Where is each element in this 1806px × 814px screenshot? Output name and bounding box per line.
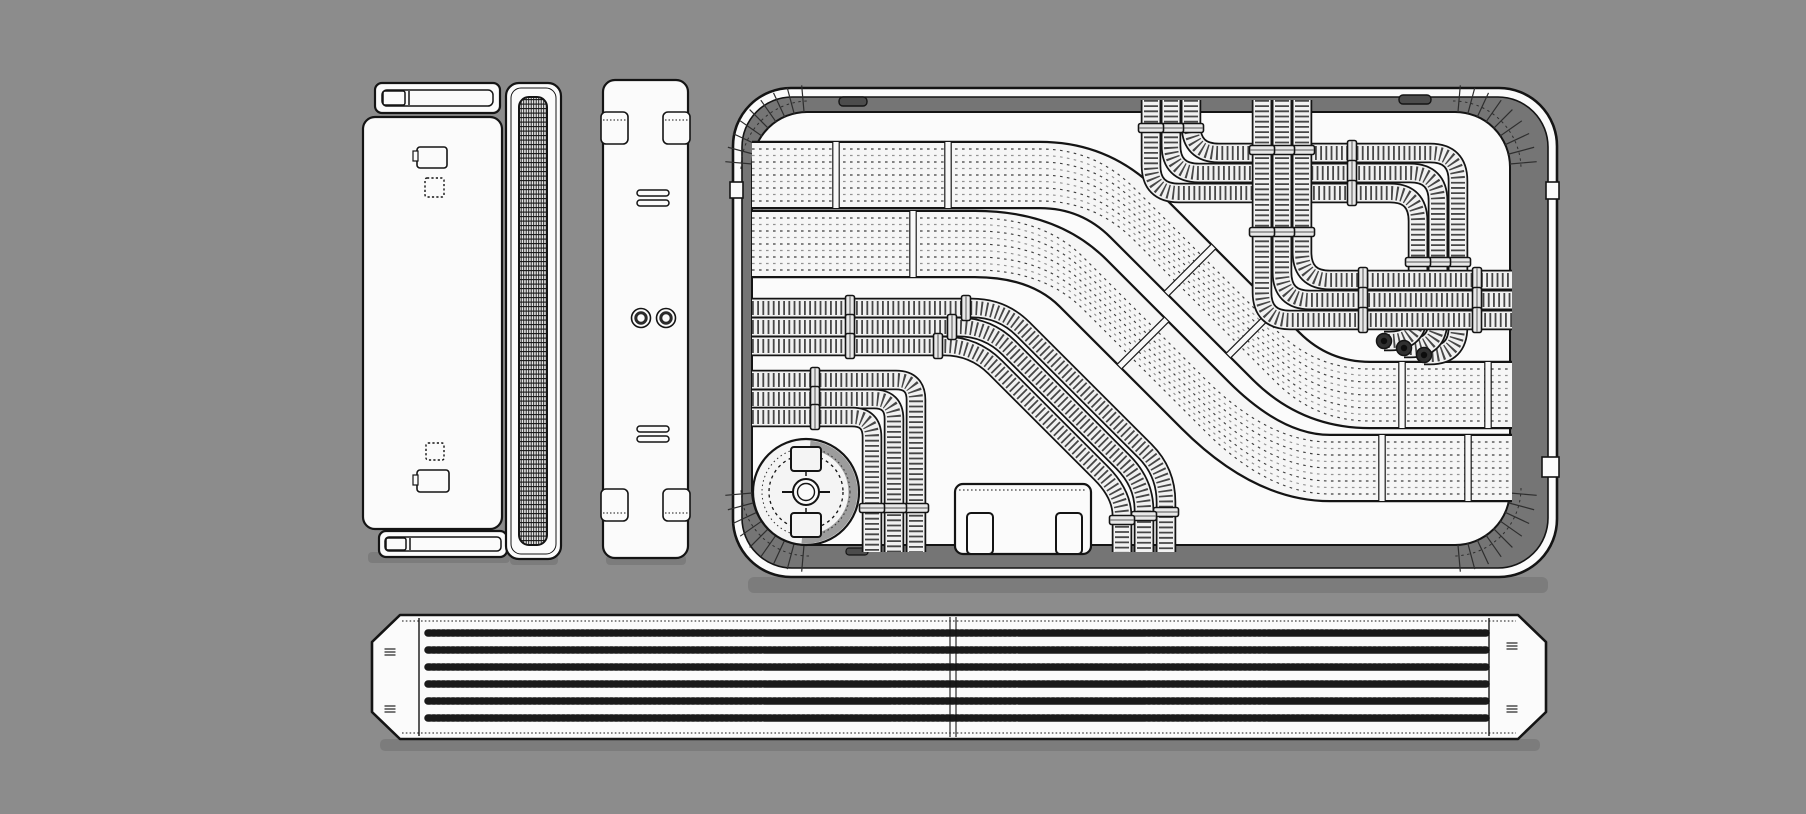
hose-clamp: [1471, 286, 1483, 314]
bracket-plate-tab: [600, 111, 629, 145]
hose: [752, 388, 905, 552]
grille-end-mark: [1506, 642, 1518, 650]
bracket-plate-slot: [636, 425, 670, 433]
pump-dial-key: [790, 446, 822, 472]
hose: [752, 406, 883, 552]
hose-clamp: [1248, 226, 1276, 238]
hose-clamp: [1137, 122, 1165, 134]
pump-dial-shade: [801, 440, 858, 544]
duct-collar: [944, 142, 952, 208]
vent-strip-frame-inner: [510, 87, 557, 555]
hose-clamp: [1357, 306, 1369, 334]
hose-clamp: [809, 403, 821, 431]
corner-hatch: [725, 85, 805, 165]
duct-collar: [1378, 435, 1386, 501]
junction-box-foot: [1055, 512, 1083, 555]
side-panel-hole-dotted: [425, 442, 445, 461]
duct-collar: [1116, 316, 1170, 370]
bracket-plate-screw: [655, 307, 677, 329]
hose: [752, 316, 1155, 552]
hose-clamp: [1130, 510, 1158, 522]
side-panel-hole-notch: [412, 150, 419, 162]
hose-clamp: [932, 332, 944, 360]
enclosure-top-slot: [838, 96, 868, 107]
corner-hatch-arc: [1452, 487, 1522, 557]
pump-dial-key: [790, 512, 822, 538]
duct-collar: [832, 142, 840, 208]
hose: [1291, 100, 1512, 291]
duct-collar: [1163, 243, 1217, 297]
side-panel-hole-notch: [412, 474, 419, 486]
enclosure-shadow: [748, 577, 1548, 593]
bracket-plate-screw: [630, 307, 652, 329]
bracket-plate-slot: [636, 189, 670, 197]
side-panel-bottom-rail-latch: [385, 537, 407, 551]
duct-collar: [1464, 435, 1472, 501]
hose: [1271, 100, 1512, 311]
corner-hatch-arc: [740, 100, 810, 170]
hose: [1251, 100, 1512, 331]
grille-end-mark: [384, 648, 396, 656]
corner-hatch: [1457, 85, 1537, 165]
duct-collar: [1398, 362, 1406, 428]
side-panel-body: [361, 115, 504, 531]
bracket-plate-screw-core: [634, 311, 648, 325]
bracket-plate-tab: [662, 111, 691, 145]
hose-clamp: [1404, 256, 1432, 268]
corner-hatch: [725, 492, 805, 572]
grille-end-mark: [384, 705, 396, 713]
coolant-duct-upper: [752, 140, 1512, 430]
bracket-plate-screw-core: [659, 311, 673, 325]
hose: [752, 335, 1133, 552]
bracket-plate-slot: [636, 435, 670, 443]
hose-clamp: [960, 294, 972, 322]
hose-clamp: [946, 313, 958, 341]
hose-end: [1395, 339, 1413, 357]
hose-clamp: [1108, 514, 1136, 526]
hose-end: [1375, 332, 1393, 350]
hose: [752, 369, 927, 552]
enclosure-left-port: [729, 181, 744, 199]
side-panel-bottom-rail-slot: [384, 536, 502, 552]
enclosure-right-tab: [1541, 456, 1560, 478]
side-panel-top-rail-latch: [382, 90, 406, 106]
bottom-grille-shadow: [380, 739, 1540, 751]
hose: [1140, 100, 1429, 352]
corner-hatch: [1457, 492, 1537, 572]
hose-clamp: [1248, 144, 1276, 156]
hose-clamp: [1346, 179, 1358, 207]
corner-hatch-arc: [740, 487, 810, 557]
hose: [1180, 100, 1469, 366]
pump-dial-dashed-ring: [768, 454, 844, 530]
bracket-plate-tab: [600, 488, 629, 522]
hose-end: [1415, 346, 1433, 364]
enclosure-top-slot: [1398, 94, 1432, 105]
bracket-plate-slot: [636, 199, 670, 207]
corner-hatch-arc: [1452, 100, 1522, 170]
duct-collar: [909, 211, 917, 277]
bottom-grille-body: [370, 613, 1548, 741]
vent-strip-mesh: [518, 96, 548, 546]
side-panel-top-rail-slot: [381, 89, 494, 107]
coolant-duct-lower: [752, 209, 1512, 503]
enclosure-right-tab: [1545, 181, 1560, 200]
pump-dial-hub-inner: [796, 482, 816, 502]
hose-clamp: [844, 332, 856, 360]
bracket-plate-tab: [662, 488, 691, 522]
hose: [752, 297, 1177, 552]
hose-clamp: [858, 502, 886, 514]
hose: [1160, 100, 1449, 359]
hose-clamp: [902, 502, 930, 514]
duct-collar: [1484, 362, 1492, 428]
junction-box-foot: [966, 512, 994, 555]
grille-end-mark: [1506, 705, 1518, 713]
hose-clamp: [1471, 306, 1483, 334]
